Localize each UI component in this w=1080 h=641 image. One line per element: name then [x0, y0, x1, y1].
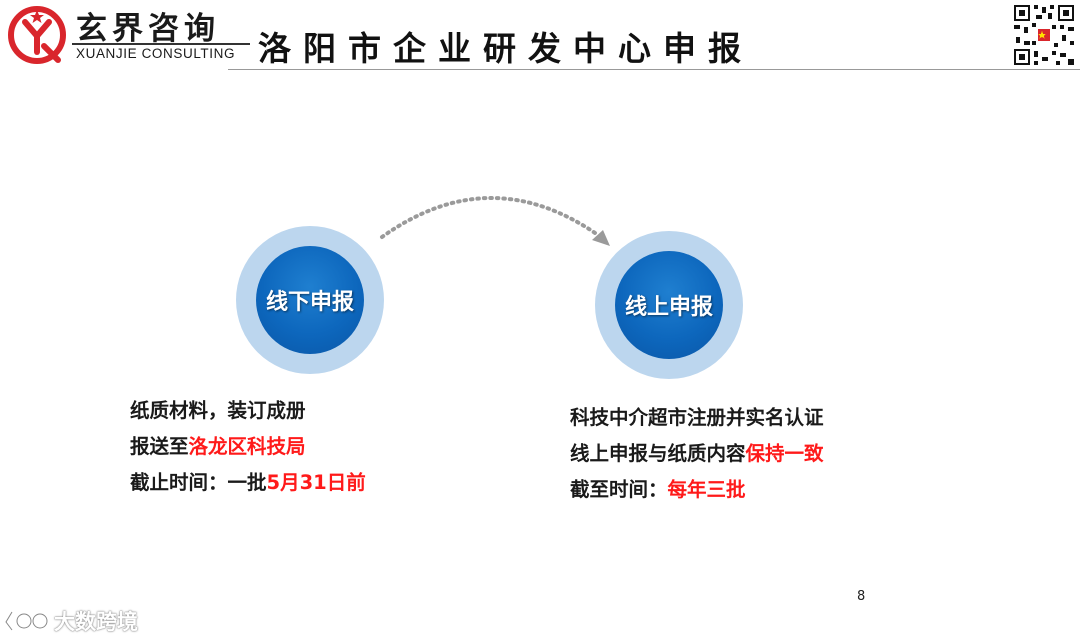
watermark-logo-icon — [4, 611, 49, 631]
online-line-register: 科技中介超市注册并实名认证 — [570, 400, 824, 436]
header-divider — [228, 69, 1080, 70]
page-title: 洛阳市企业研发中心申报 — [258, 29, 753, 68]
offline-circle-label: 线下申报 — [265, 290, 354, 315]
offline-circle: 线下申报 — [236, 226, 384, 374]
online-circle-label: 线上申报 — [624, 295, 713, 320]
watermark: 大数跨境 — [2, 606, 138, 636]
offline-line1-text: 纸质材料，装订成册 — [130, 399, 306, 422]
online-line3-highlight: 每年三批 — [667, 478, 746, 501]
brand-name-en: XUANJIE CONSULTING — [76, 46, 236, 61]
offline-details: 纸质材料，装订成册 报送至洛龙区科技局 截止时间：一批5月31日前 — [130, 393, 366, 501]
offline-line2-prefix: 报送至 — [130, 435, 189, 458]
watermark-text: 大数跨境 — [54, 610, 138, 634]
online-circle-core: 线上申报 — [615, 251, 723, 359]
online-line-deadline: 截至时间：每年三批 — [570, 472, 824, 508]
offline-line3-highlight: 5月31日前 — [266, 471, 366, 494]
offline-line-materials: 纸质材料，装订成册 — [130, 393, 366, 429]
brand-name-cn: 玄界咨询 — [76, 11, 220, 47]
online-details: 科技中介超市注册并实名认证 线上申报与纸质内容保持一致 截至时间：每年三批 — [570, 400, 824, 508]
online-line3-prefix: 截至时间： — [570, 478, 668, 501]
online-line2-prefix: 线上申报与纸质内容 — [570, 442, 746, 465]
online-circle: 线上申报 — [595, 231, 743, 379]
offline-line-submit: 报送至洛龙区科技局 — [130, 429, 366, 465]
brand-divider — [72, 43, 250, 45]
online-line-consistency: 线上申报与纸质内容保持一致 — [570, 436, 824, 472]
page-number: 8 — [857, 589, 866, 604]
qr-code-icon — [1012, 3, 1076, 67]
offline-circle-core: 线下申报 — [256, 246, 364, 354]
online-line2-highlight: 保持一致 — [745, 442, 824, 465]
dotted-curved-arrow-icon — [380, 196, 610, 246]
offline-line3-prefix: 截止时间：一批 — [130, 471, 267, 494]
online-line1-text: 科技中介超市注册并实名认证 — [570, 406, 824, 429]
xuanjie-logo-icon — [8, 6, 66, 64]
offline-line2-highlight: 洛龙区科技局 — [188, 435, 306, 458]
offline-line-deadline: 截止时间：一批5月31日前 — [130, 465, 366, 501]
